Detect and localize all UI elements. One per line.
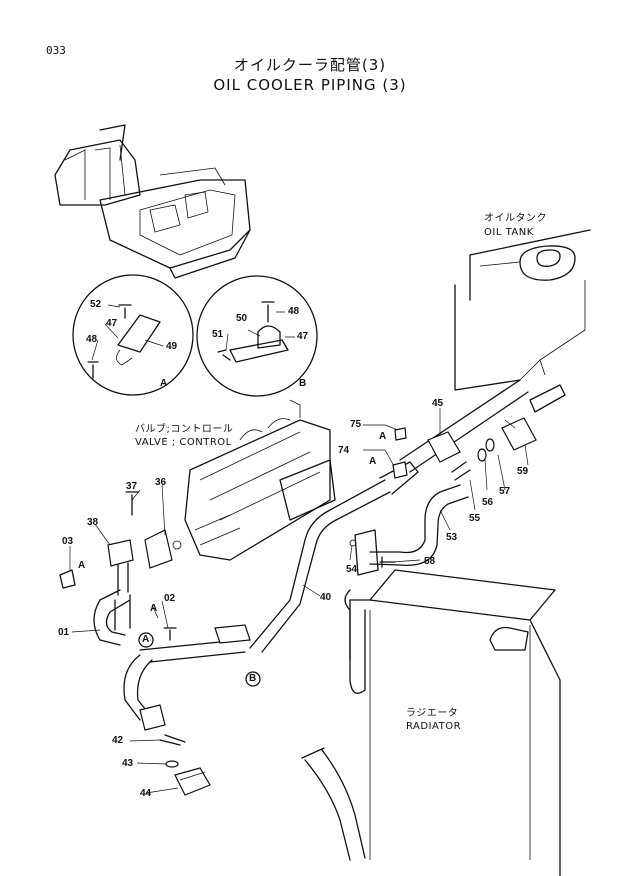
part-number: 55 xyxy=(469,513,481,524)
part-number: 51 xyxy=(212,329,224,340)
part-number: 03 xyxy=(62,536,74,547)
detail-circle-b xyxy=(196,275,318,397)
part-number: 56 xyxy=(482,497,494,508)
part-number: 53 xyxy=(446,532,458,543)
control-valve-drawing xyxy=(184,399,336,561)
part-number: 48 xyxy=(288,306,300,317)
oil-tank-label-jp: オイルタンク xyxy=(484,213,547,224)
part-number: 43 xyxy=(122,758,134,769)
part-number: 02 xyxy=(164,593,176,604)
part-number: 75 xyxy=(350,419,362,430)
part-number: 44 xyxy=(140,788,152,799)
detail-tag-a: A xyxy=(160,378,168,389)
part-number: 42 xyxy=(112,735,124,746)
part-number: 74 xyxy=(338,445,350,456)
part-number: 36 xyxy=(155,477,167,488)
parts-36-38 xyxy=(59,491,182,641)
leader-lines xyxy=(69,408,529,794)
part-number: 54 xyxy=(346,564,358,575)
page-number: 033 xyxy=(46,44,66,57)
tank-return-pipe xyxy=(399,379,566,481)
detail-tag-b: B xyxy=(299,378,307,389)
hose-53 xyxy=(349,484,469,576)
valve-label-jp: バルブ;コントロール xyxy=(135,424,234,435)
part-number: 47 xyxy=(106,318,118,329)
part-number: 59 xyxy=(517,466,529,477)
part-number: 47 xyxy=(297,331,309,342)
oil-tank-drawing xyxy=(454,229,591,391)
part-number: 50 xyxy=(236,313,248,324)
excavator-overview xyxy=(54,124,251,279)
parts-58-74-75 xyxy=(214,427,408,644)
part-number: 38 xyxy=(87,517,99,528)
radiator-label-en: RADIATOR xyxy=(406,721,462,732)
title-japanese: オイルクーラ配管(3) xyxy=(233,56,387,74)
hose-lower xyxy=(301,747,366,861)
part-number: 37 xyxy=(126,481,138,492)
callout-letter: A xyxy=(369,456,377,467)
part-number: 01 xyxy=(58,627,70,638)
callout-letter: A xyxy=(78,560,86,571)
oil-tank-label-en: OIL TANK xyxy=(484,227,534,238)
hose-01 xyxy=(93,539,246,731)
parts-42-44 xyxy=(159,734,211,796)
title-english: OIL COOLER PIPING (3) xyxy=(213,76,407,94)
radiator-drawing xyxy=(344,569,561,876)
callout-letter: A xyxy=(379,431,387,442)
part-number: 40 xyxy=(320,592,332,603)
part-number: 52 xyxy=(90,299,102,310)
detail-circle-a xyxy=(72,274,194,396)
part-number: 58 xyxy=(424,556,436,567)
callout-letter: A xyxy=(150,603,158,614)
marker-a: A xyxy=(142,634,150,645)
marker-b: B xyxy=(249,673,257,684)
part-number: 48 xyxy=(86,334,98,345)
part-number: 45 xyxy=(432,398,444,409)
part-number: 57 xyxy=(499,486,511,497)
valve-label-en: VALVE ; CONTROL xyxy=(135,437,232,448)
part-number: 49 xyxy=(166,341,178,352)
radiator-label-jp: ラジエータ xyxy=(406,708,459,719)
